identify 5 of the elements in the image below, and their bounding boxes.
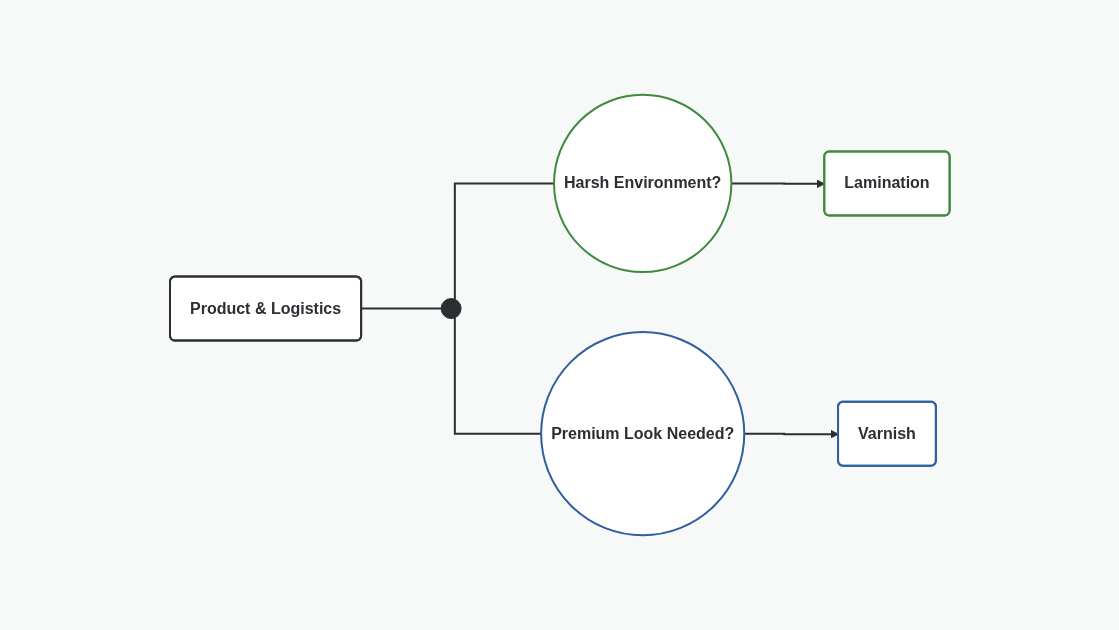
- connector: [360, 307, 442, 311]
- connector: [453, 316, 542, 435]
- node-circle: Harsh Environment?: [552, 93, 733, 274]
- node-circle: Premium Look Needed?: [539, 331, 745, 537]
- node-circle: [440, 298, 462, 320]
